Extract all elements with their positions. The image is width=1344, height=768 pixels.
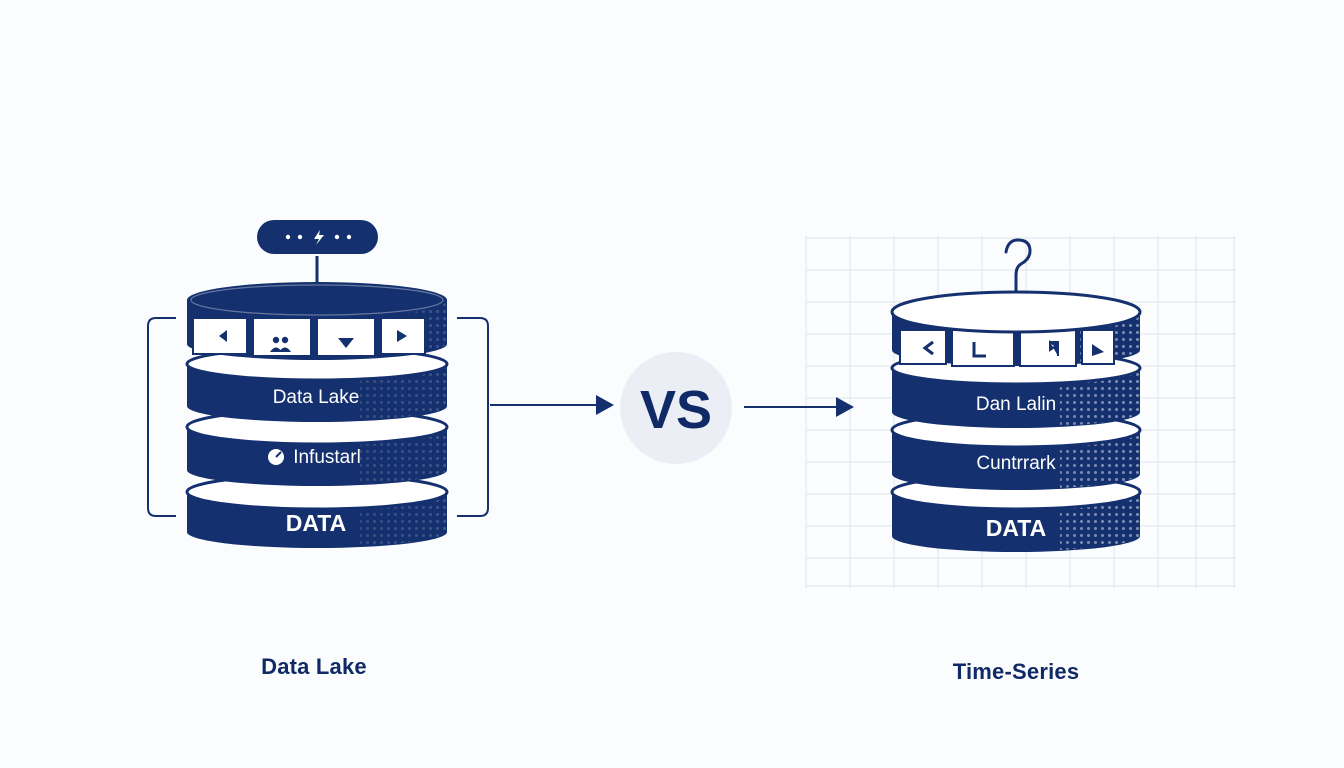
data-lake-layer-label: Data Lake: [273, 387, 360, 408]
dot-icon: [346, 234, 352, 240]
left-database-stack: Data Lake Infustarl DATA: [147, 220, 489, 548]
top-status-pill: [257, 220, 378, 292]
vs-label: VS: [640, 380, 712, 440]
gauge-icon: [268, 449, 284, 465]
right-database-stack: Dan Lalin Cuntrrark DATA: [890, 238, 1142, 552]
dot-icon: [285, 234, 291, 240]
chevron-left-icon: [922, 340, 934, 356]
corner-flag-icon: [1049, 340, 1059, 356]
toolbar-layer: [890, 290, 1142, 367]
left-caption: Data Lake: [261, 654, 367, 679]
triangle-right-icon: [1092, 344, 1104, 356]
lightning-icon: [314, 230, 324, 245]
corner-icon: [972, 342, 986, 358]
vs-badge: VS: [620, 352, 732, 464]
data-layer-label: DATA: [286, 510, 346, 536]
dot-icon: [334, 234, 340, 240]
chevron-left-icon: [219, 330, 227, 342]
data-layer-label: DATA: [986, 515, 1046, 541]
triangle-down-icon: [338, 338, 354, 348]
right-caption: Time-Series: [952, 659, 1080, 684]
play-icon: [397, 330, 407, 342]
left-bracket: [147, 317, 176, 517]
right-bracket: [457, 317, 489, 517]
dot-icon: [297, 234, 303, 240]
middle-layer-label: Cuntrrark: [976, 453, 1056, 474]
upper-layer-label: Dan Lalin: [976, 394, 1056, 415]
toolbar-layer: [187, 282, 447, 360]
users-icon: [270, 336, 291, 352]
infrastructure-layer-label: Infustarl: [293, 447, 361, 468]
